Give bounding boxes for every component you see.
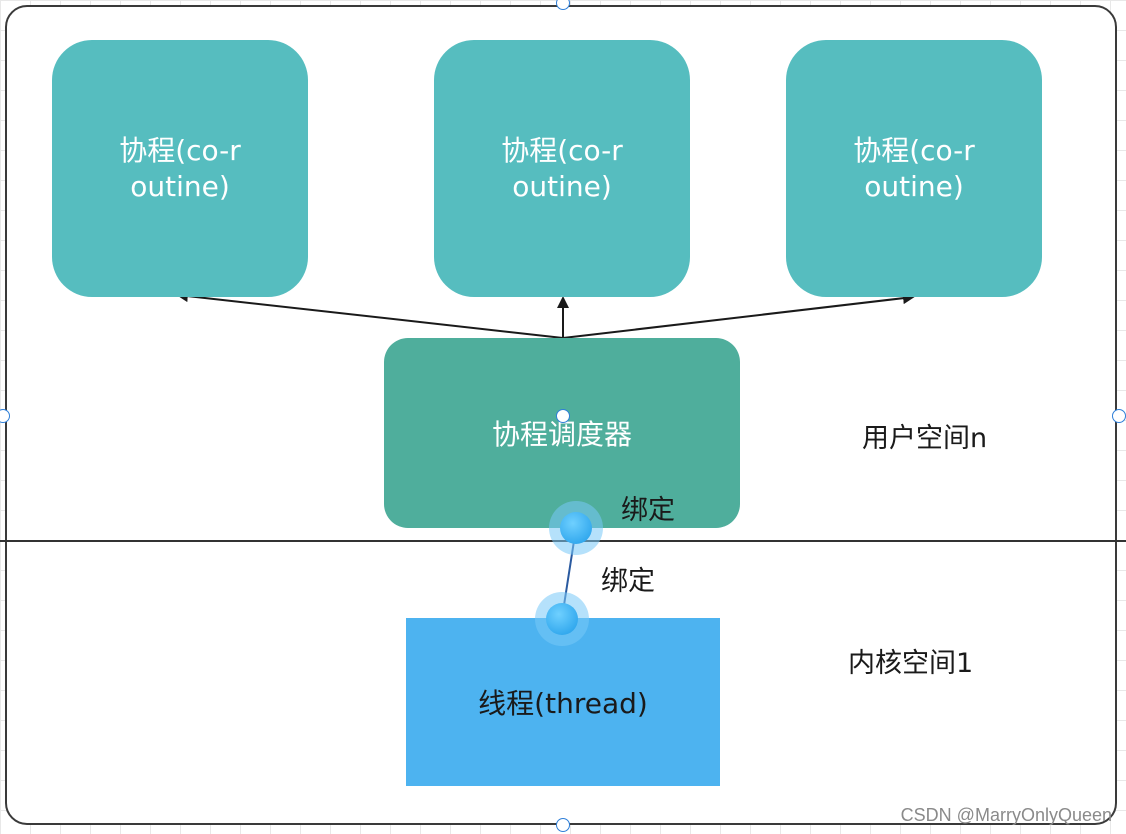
user-space-label: 用户空间n <box>862 423 988 454</box>
arrow-to-coroutine-1 <box>176 290 564 339</box>
thread-box[interactable]: 线程(thread) <box>406 618 720 786</box>
resize-handle-bottom[interactable] <box>556 818 570 832</box>
watermark-text: CSDN @MarryOnlyQueen <box>900 805 1112 825</box>
scheduler-label: 协程调度器 <box>491 418 632 451</box>
thread-label: 线程(thread) <box>478 687 648 720</box>
connection-point-upper[interactable] <box>560 512 592 544</box>
coroutine-label-3: 协程(co-routine) <box>853 133 975 203</box>
scheduler-box[interactable]: 协程调度器 <box>384 338 740 528</box>
coroutine-box-1[interactable]: 协程(co-routine) <box>52 40 308 297</box>
arrow-to-coroutine-3 <box>562 292 915 339</box>
connection-point-lower[interactable] <box>546 603 578 635</box>
resize-handle-right[interactable] <box>1112 409 1126 423</box>
bind-label-lower: 绑定 <box>601 566 655 597</box>
bind-label-upper: 绑定 <box>621 495 675 526</box>
resize-handle-left[interactable] <box>0 409 10 423</box>
coroutine-box-2[interactable]: 协程(co-routine) <box>434 40 690 297</box>
coroutine-label-2: 协程(co-routine) <box>501 133 623 203</box>
kernel-space-label: 内核空间1 <box>848 648 974 679</box>
resize-handle-center[interactable] <box>556 409 570 423</box>
coroutine-label-1: 协程(co-routine) <box>119 133 241 203</box>
coroutine-box-3[interactable]: 协程(co-routine) <box>786 40 1042 297</box>
resize-handle-top[interactable] <box>556 0 570 10</box>
